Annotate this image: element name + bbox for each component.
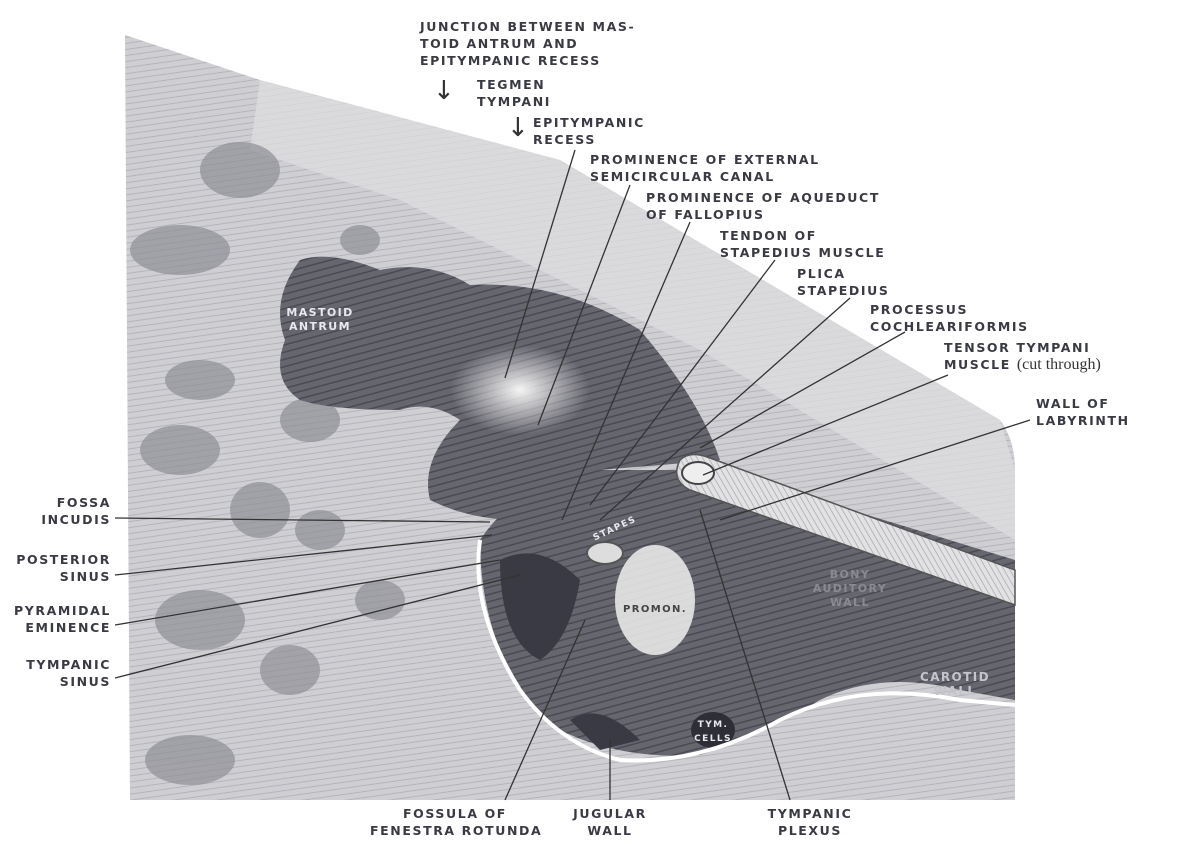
label-epitympanic-recess: EPITYMPANIC RECESS: [533, 115, 645, 147]
label-tympanic-sinus: TYMPANIC SINUS: [26, 657, 111, 689]
inner-label-bony-auditory-wall: BONY AUDITORY WALL: [812, 568, 888, 609]
leader-lines: [114, 149, 1031, 801]
label-jugular-wall: JUGULAR WALL: [573, 806, 647, 838]
label-wall-of-labyrinth: WALL OF LABYRINTH: [1036, 396, 1130, 428]
arrow-down-icon: ↓: [507, 113, 529, 143]
label-fossa-incudis: FOSSA INCUDIS: [41, 495, 111, 527]
label-aqueduct-of-fallopius: PROMINENCE OF AQUEDUCT OF FALLOPIUS: [646, 190, 880, 222]
inner-label-carotid-wall: CAROTID WALL: [920, 670, 990, 698]
tensor-line-1: TENSOR TYMPANI: [944, 340, 1091, 355]
label-tympanic-plexus: TYMPANIC PLEXUS: [767, 806, 853, 838]
label-external-semicircular-canal: PROMINENCE OF EXTERNAL SEMICIRCULAR CANA…: [590, 152, 820, 184]
tensor-line-2: MUSCLE: [944, 357, 1011, 372]
label-tensor-tympani: TENSOR TYMPANI MUSCLE (cut through): [944, 339, 1101, 373]
inner-label-mastoid-antrum: MASTOID ANTRUM: [286, 306, 354, 333]
label-tendon-stapedius: TENDON OF STAPEDIUS MUSCLE: [720, 228, 886, 260]
tensor-tympani-canal: [675, 453, 1016, 607]
inner-label-promontory: PROMON.: [623, 604, 687, 615]
label-posterior-sinus: POSTERIOR SINUS: [16, 552, 111, 584]
label-tegmen-tympani: TEGMEN TYMPANI: [477, 77, 552, 109]
tensor-note: (cut through): [1016, 356, 1101, 373]
label-junction-mastoid-epitympanic: JUNCTION BETWEEN MAS- TOID ANTRUM AND EP…: [420, 19, 636, 68]
arrow-down-icon: ↓: [433, 76, 455, 106]
label-pyramidal-eminence: PYRAMIDAL EMINENCE: [13, 603, 111, 635]
inner-label-tympanic-cells: TYM. CELLS: [694, 720, 732, 744]
label-plica-stapedius: PLICA STAPEDIUS: [797, 266, 890, 298]
label-fossula-fenestra-rotunda: FOSSULA OF FENESTRA ROTUNDA: [370, 806, 543, 838]
label-processus-cochleariformis: PROCESSUS COCHLEARIFORMIS: [870, 302, 1029, 334]
mastoid-antrum-cavity: [280, 256, 720, 520]
